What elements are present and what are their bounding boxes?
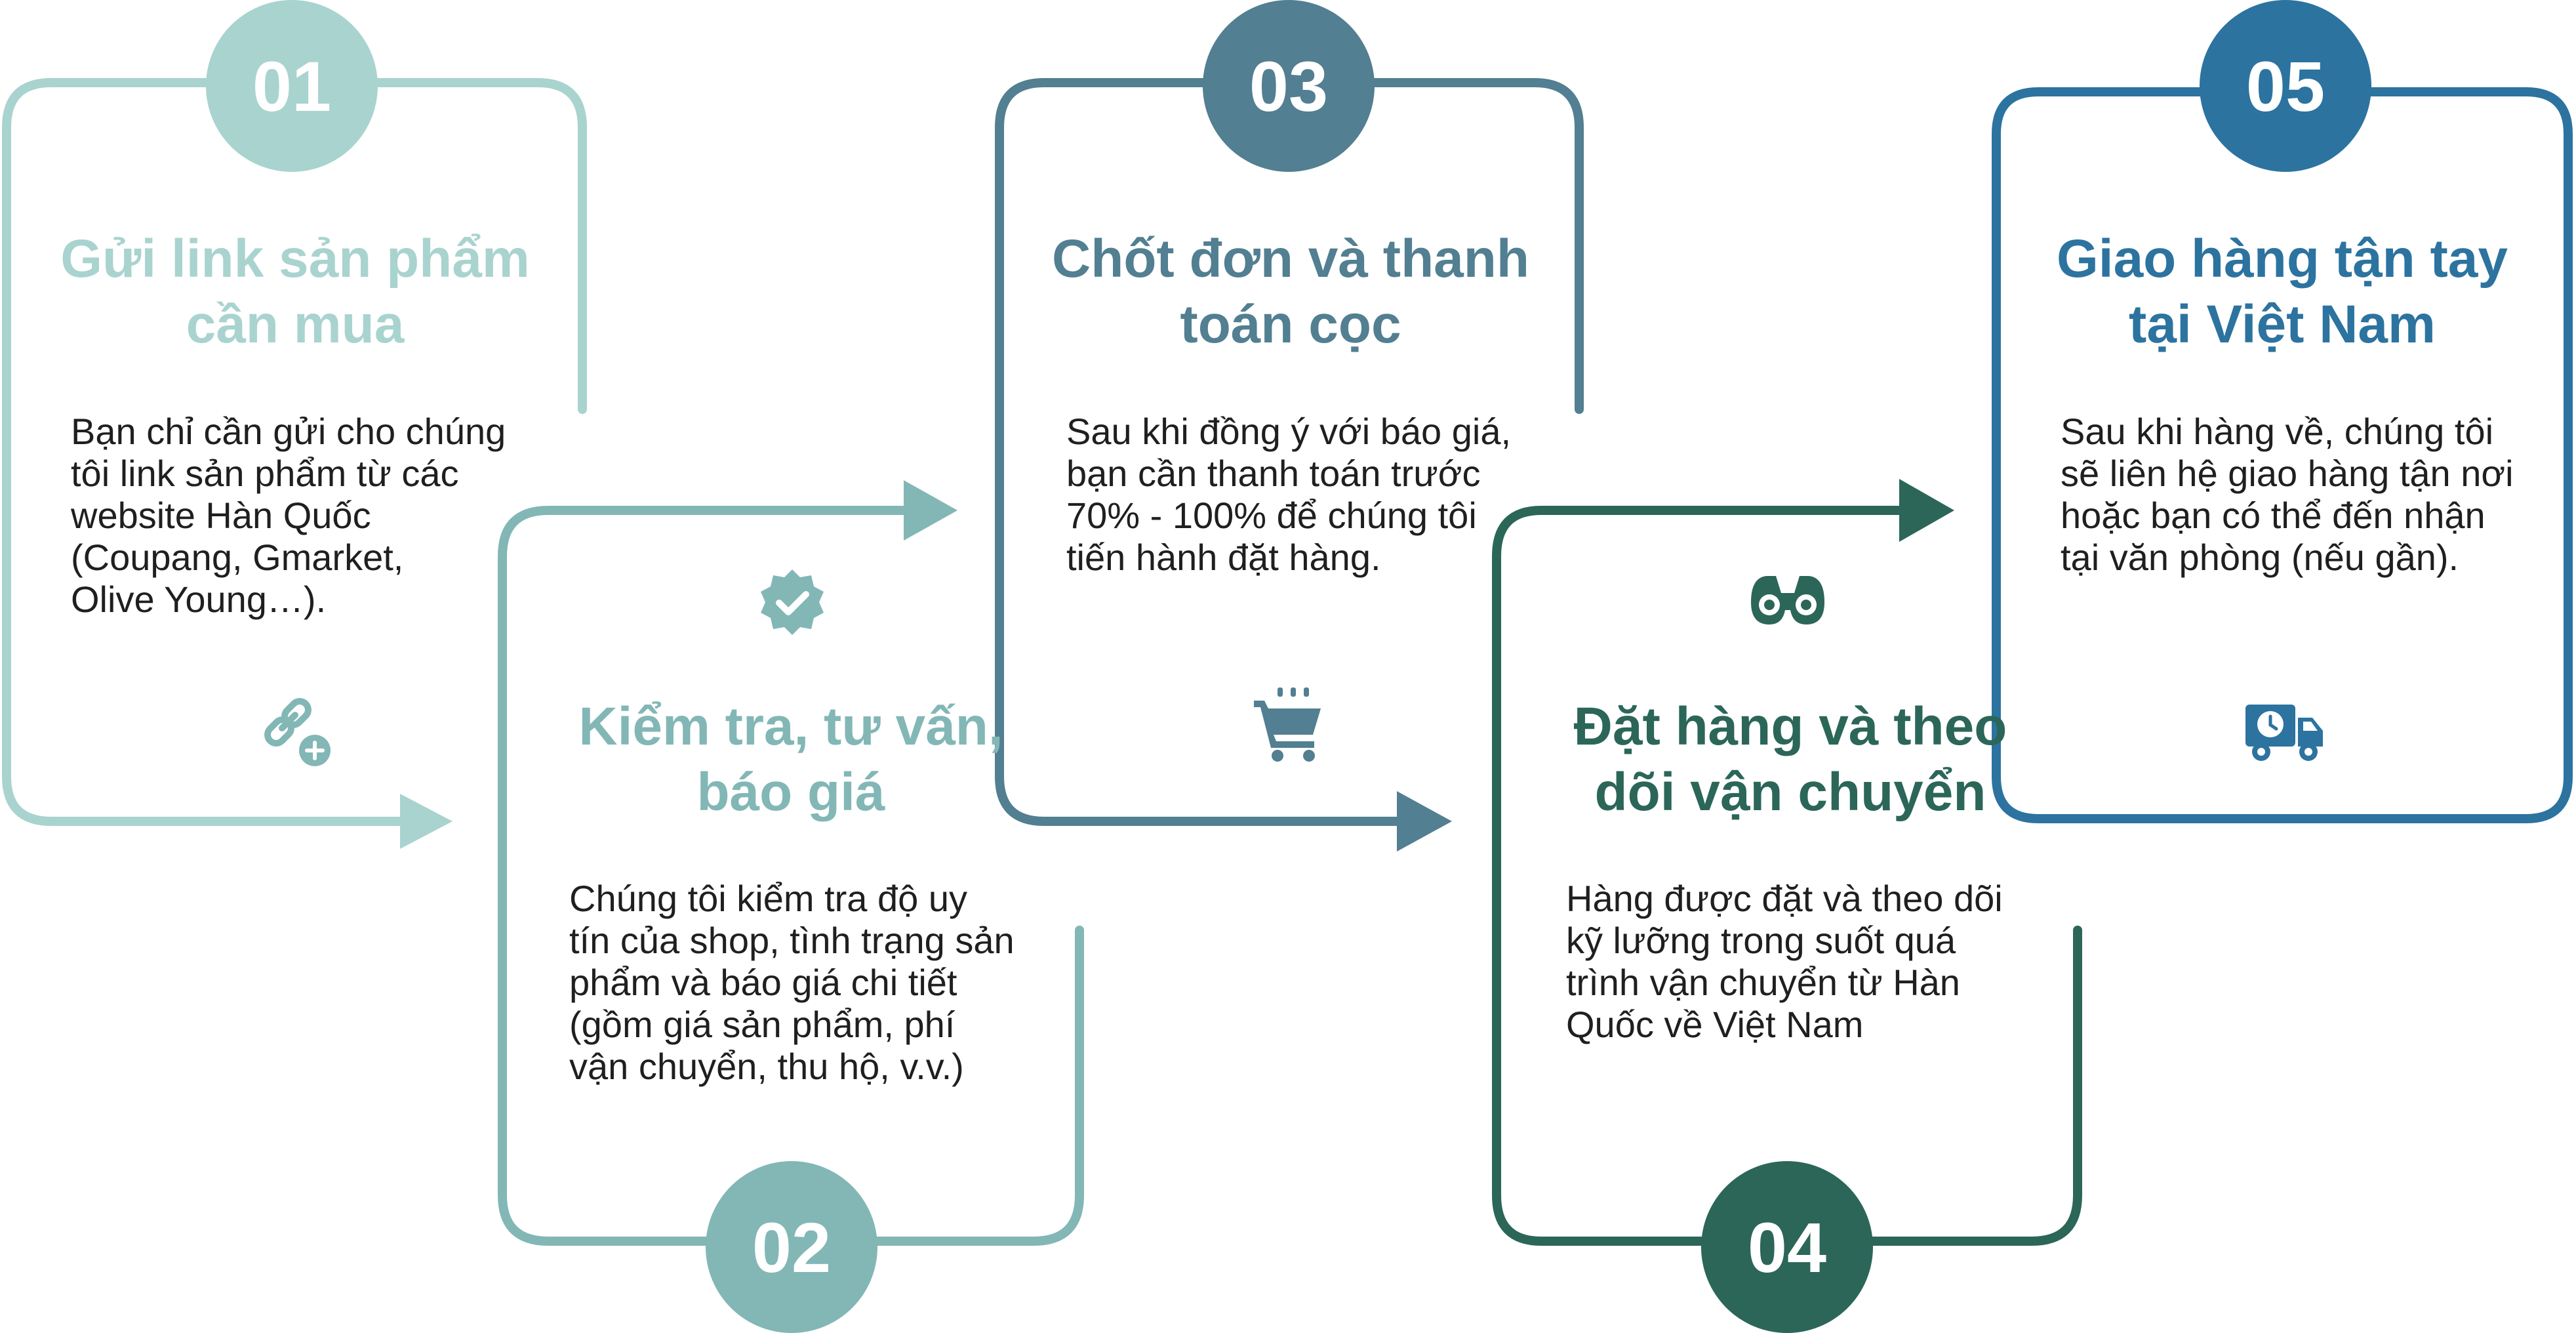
- step-05-description: Sau khi hàng về, chúng tôi sẽ liên hệ gi…: [2061, 411, 2514, 578]
- step-05-number: 05: [2245, 46, 2325, 126]
- verified-badge-icon: [761, 569, 824, 635]
- step-04-number-badge: 04: [1701, 1161, 1873, 1333]
- step-04-description: Hàng được đặt và theo dõi kỹ lưỡng trong…: [1566, 878, 2003, 1045]
- step-01-title: Gửi link sản phẩm cần mua: [60, 229, 530, 354]
- step-02-arrow: [904, 480, 957, 541]
- step-02-number-badge: 02: [706, 1161, 877, 1333]
- step-01-number: 01: [252, 46, 332, 126]
- step-04-title: Đặt hàng và theo dõi vận chuyển: [1573, 697, 2007, 822]
- step-02-description: Chúng tôi kiểm tra độ uy tín của shop, t…: [569, 878, 1015, 1087]
- step-05-frame: [1992, 87, 2573, 823]
- step-03-frame: [995, 78, 1584, 826]
- step-05-number-badge: 05: [2200, 0, 2371, 172]
- step-01-frame: [2, 78, 587, 826]
- step-02-number: 02: [752, 1207, 832, 1287]
- step-04-number: 04: [1747, 1207, 1827, 1287]
- step-03-arrow: [1397, 791, 1452, 851]
- step-01-number-badge: 01: [206, 0, 378, 172]
- link-add-icon: [264, 698, 331, 766]
- step-03-number-badge: 03: [1203, 0, 1375, 172]
- shopping-cart-icon: [1254, 687, 1321, 762]
- binoculars-icon: [1751, 576, 1824, 625]
- step-02-title: Kiểm tra, tư vấn, báo giá: [578, 697, 1003, 822]
- step-01-arrow: [400, 794, 453, 849]
- delivery-truck-icon: [2245, 705, 2323, 761]
- step-03-number: 03: [1249, 46, 1329, 126]
- step-05-title: Giao hàng tận tay tại Việt Nam: [2057, 229, 2508, 354]
- step-03-title: Chốt đơn và thanh toán cọc: [1052, 229, 1529, 354]
- step-02-frame: [498, 506, 1084, 1246]
- step-01-description: Bạn chỉ cần gửi cho chúng tôi link sản p…: [71, 411, 506, 620]
- step-03-description: Sau khi đồng ý với báo giá, bạn cần than…: [1066, 411, 1512, 578]
- step-04-frame: [1492, 506, 2082, 1246]
- step-04-arrow: [1899, 479, 1954, 542]
